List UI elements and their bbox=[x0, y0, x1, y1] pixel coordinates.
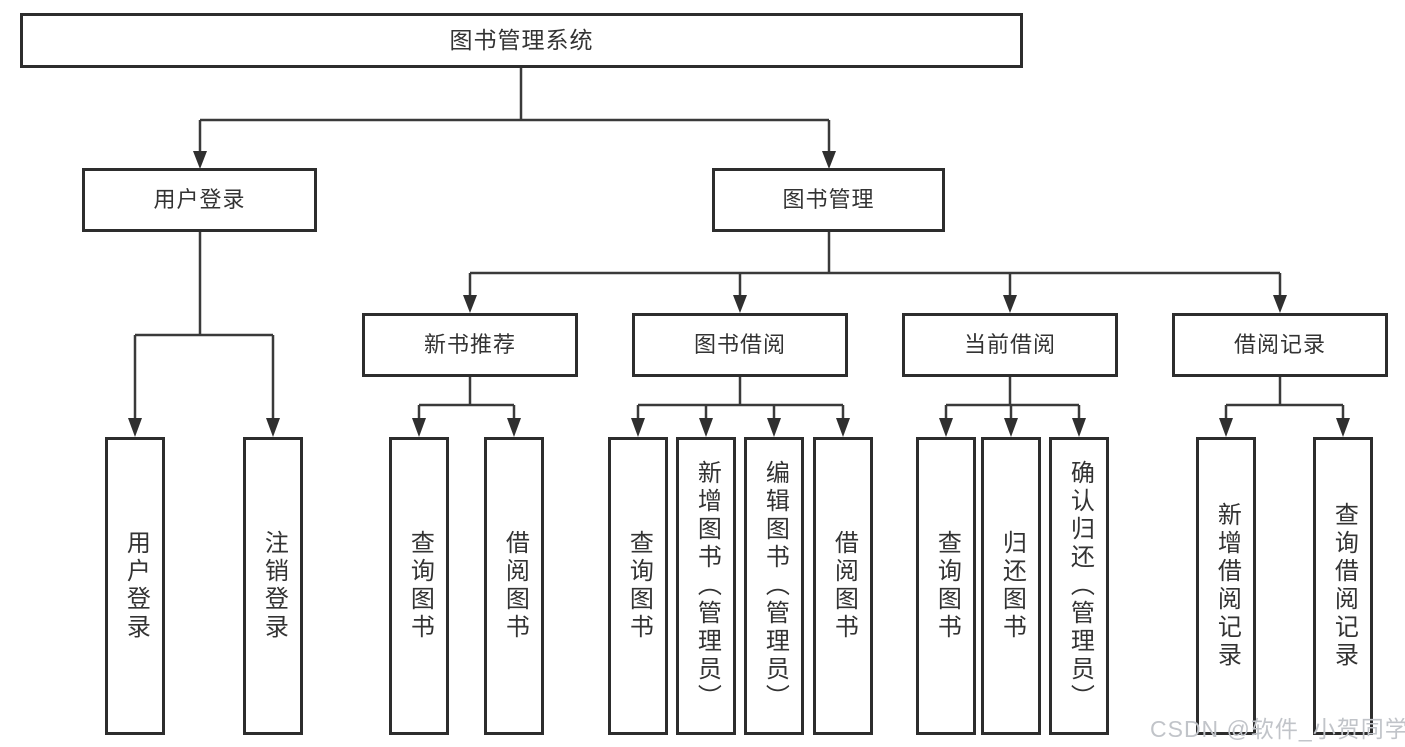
csdn-watermark: CSDN @软件_小贺同学 bbox=[1150, 716, 1405, 742]
node-current-borrow: 当前借阅 bbox=[902, 313, 1118, 377]
node-leaf-edit-book-admin: 编辑图书（管理员） bbox=[744, 437, 804, 735]
node-leaf-add-book-admin: 新增图书（管理员） bbox=[676, 437, 736, 735]
node-leaf-borrow-query-book: 查询图书 bbox=[608, 437, 668, 735]
node-new-book-rec: 新书推荐 bbox=[362, 313, 578, 377]
node-root: 图书管理系统 bbox=[20, 13, 1023, 68]
node-leaf-borrow-book: 借阅图书 bbox=[813, 437, 873, 735]
node-user-login-branch: 用户登录 bbox=[82, 168, 317, 232]
node-leaf-query-borrow-record: 查询借阅记录 bbox=[1313, 437, 1373, 735]
node-leaf-user-login: 用户登录 bbox=[105, 437, 165, 735]
connector-stems bbox=[133, 68, 1345, 420]
node-leaf-logout: 注销登录 bbox=[243, 437, 303, 735]
node-leaf-current-query-book: 查询图书 bbox=[916, 437, 976, 735]
node-leaf-return-book: 归还图书 bbox=[981, 437, 1041, 735]
node-book-borrow: 图书借阅 bbox=[632, 313, 848, 377]
node-leaf-add-borrow-record: 新增借阅记录 bbox=[1196, 437, 1256, 735]
node-book-mgmt-branch: 图书管理 bbox=[712, 168, 945, 232]
node-leaf-newrec-borrow-book: 借阅图书 bbox=[484, 437, 544, 735]
node-leaf-newrec-query-book: 查询图书 bbox=[389, 437, 449, 735]
node-leaf-confirm-return-admin: 确认归还（管理员） bbox=[1049, 437, 1109, 735]
node-borrow-record: 借阅记录 bbox=[1172, 313, 1388, 377]
